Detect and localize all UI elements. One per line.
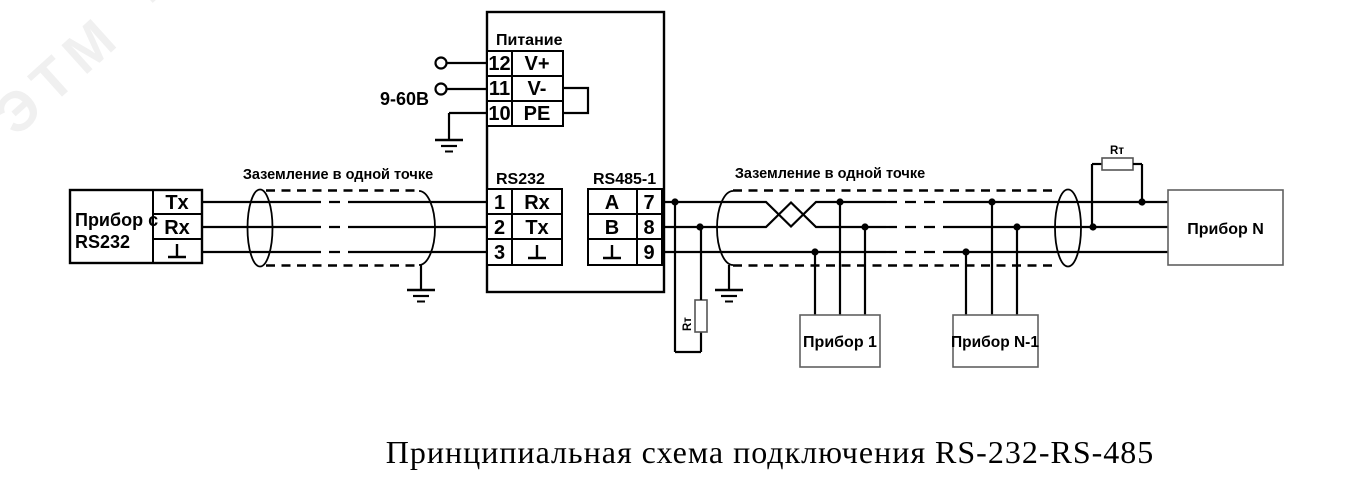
left-device-terminal-tx: Tx — [165, 192, 188, 214]
power-block-label: Питание — [496, 32, 563, 49]
figure-caption: Принципиальная схема подключения RS-232-… — [386, 434, 1155, 470]
resistor-body — [1101, 157, 1134, 171]
power-terminal-circle — [434, 56, 448, 70]
junction-dots — [671, 198, 1146, 256]
left-device-box — [68, 188, 204, 265]
terminal-vplus: V+ — [524, 53, 549, 75]
terminator-left-label: Rт — [682, 317, 694, 331]
wire-a-crossover — [664, 200, 886, 229]
power-input — [434, 56, 487, 96]
terminal-12: 12 — [488, 53, 510, 75]
ground-icon — [407, 288, 435, 303]
grounding-note-left: Заземление в одной точке — [243, 167, 433, 183]
device-n-label: Прибор N — [1187, 221, 1264, 238]
rs485-block-label: RS485-1 — [593, 171, 656, 188]
shield-ellipse — [246, 188, 274, 268]
device-1-label: Прибор 1 — [803, 334, 877, 351]
rs232-terminal-table — [486, 188, 563, 266]
power-terminal-table — [486, 50, 564, 127]
terminal-3: 3 — [494, 242, 505, 264]
terminator-left — [673, 202, 708, 354]
left-device-name-line1: Прибор с — [75, 210, 158, 230]
terminal-rx: Rx — [524, 192, 550, 214]
device-n-1-box — [952, 314, 1039, 368]
terminal-a: A — [605, 192, 619, 214]
watermark-logo-icon — [147, 0, 187, 3]
ground-icon — [715, 288, 743, 303]
pe-ground — [435, 111, 487, 153]
device-n: Прибор N — [1167, 189, 1284, 266]
device-1: Прибор 1 — [799, 314, 881, 368]
terminal-9: 9 — [643, 242, 654, 264]
terminator-right-label: Rт — [1110, 145, 1124, 157]
ground-icon — [435, 138, 463, 153]
terminal-1: 1 — [494, 192, 505, 214]
rs485-cable-shield — [715, 188, 1082, 303]
device-n-1-label: Прибор N-1 — [951, 334, 1039, 351]
voltage-label: 9-60В — [380, 89, 429, 109]
rs232-cable-wires — [202, 200, 487, 254]
rs485-terminal-table — [587, 188, 663, 266]
bus-drop-wires — [813, 202, 1019, 315]
watermark-text: ЭТМ — [0, 1, 134, 147]
shield-ellipse — [1054, 188, 1082, 268]
watermark: ЭТМ — [0, 0, 187, 147]
resistor-body — [694, 299, 708, 333]
power-terminal-circle — [434, 82, 448, 96]
terminal-10: 10 — [488, 103, 510, 125]
left-device-terminal-rx: Rx — [164, 217, 190, 239]
left-device-name-line2: RS232 — [75, 232, 130, 252]
device-1-box — [799, 314, 881, 368]
rs232-cable-shield — [246, 188, 436, 303]
earth-terminal-icon — [528, 245, 546, 260]
shield-arc — [418, 190, 436, 266]
terminator-right — [1090, 157, 1144, 227]
terminal-b: B — [605, 217, 619, 239]
left-device — [68, 188, 204, 265]
terminal-2: 2 — [494, 217, 505, 239]
terminal-pe: PE — [524, 103, 551, 125]
terminal-7: 7 — [643, 192, 654, 214]
terminal-tx: Tx — [525, 217, 548, 239]
device-n-box — [1167, 189, 1284, 266]
earth-terminal-icon — [603, 245, 621, 260]
shield-arc — [716, 190, 734, 266]
device-n-1: Прибор N-1 — [951, 314, 1039, 368]
wire-b-crossover — [664, 200, 886, 229]
rs232-block-label: RS232 — [496, 171, 545, 188]
earth-terminal-icon — [168, 244, 186, 259]
vminus-pe-jumper — [563, 86, 590, 115]
terminal-11: 11 — [489, 78, 510, 100]
terminal-8: 8 — [643, 217, 654, 239]
terminal-vminus: V- — [528, 78, 547, 100]
grounding-note-right: Заземление в одной точке — [735, 166, 925, 182]
